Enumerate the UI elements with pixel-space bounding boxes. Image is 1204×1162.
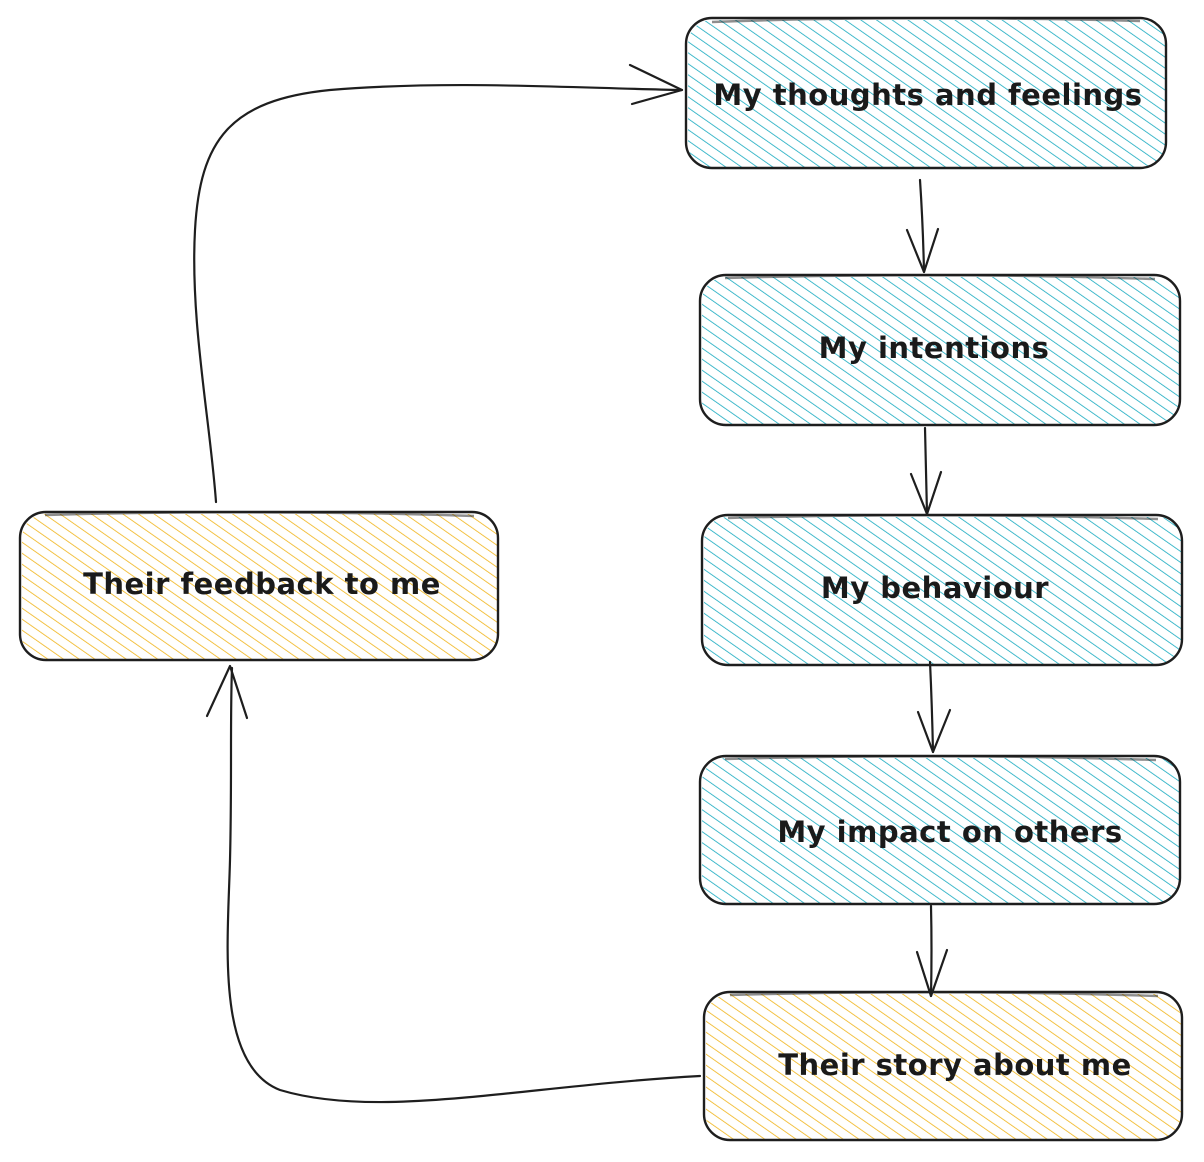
node-feedback-fill (22, 514, 498, 660)
node-intentions-label: My intentions (819, 331, 1050, 365)
node-impact-fill (702, 758, 1180, 904)
arrow-impact-to-story (915, 904, 949, 998)
arrow-story-to-feedback (205, 664, 702, 1104)
node-intentions[interactable]: My intentions (698, 273, 1182, 427)
node-story-fill (706, 994, 1182, 1140)
node-impact-label: My impact on others (777, 815, 1122, 849)
node-intentions-fill (702, 277, 1180, 425)
arrow-behaviour-to-impact (916, 660, 952, 754)
node-thoughts-label: My thoughts and feelings (713, 78, 1142, 112)
node-impact-on-others[interactable]: My impact on others (698, 754, 1182, 906)
node-thoughts-and-feelings[interactable]: My thoughts and feelings (684, 16, 1168, 170)
node-behaviour-label: My behaviour (821, 571, 1049, 605)
node-story-label: Their story about me (778, 1048, 1132, 1082)
node-their-feedback-to-me[interactable]: Their feedback to me (18, 510, 500, 662)
arrow-intentions-to-behaviour (909, 426, 943, 516)
node-their-story-about-me[interactable]: Their story about me (702, 990, 1184, 1142)
node-thoughts-fill (688, 20, 1166, 168)
arrow-feedback-to-thoughts (193, 63, 684, 504)
node-behaviour-fill (704, 517, 1182, 665)
node-feedback-label: Their feedback to me (83, 567, 441, 601)
node-behaviour[interactable]: My behaviour (700, 513, 1184, 667)
arrow-thoughts-to-intentions (905, 178, 940, 274)
